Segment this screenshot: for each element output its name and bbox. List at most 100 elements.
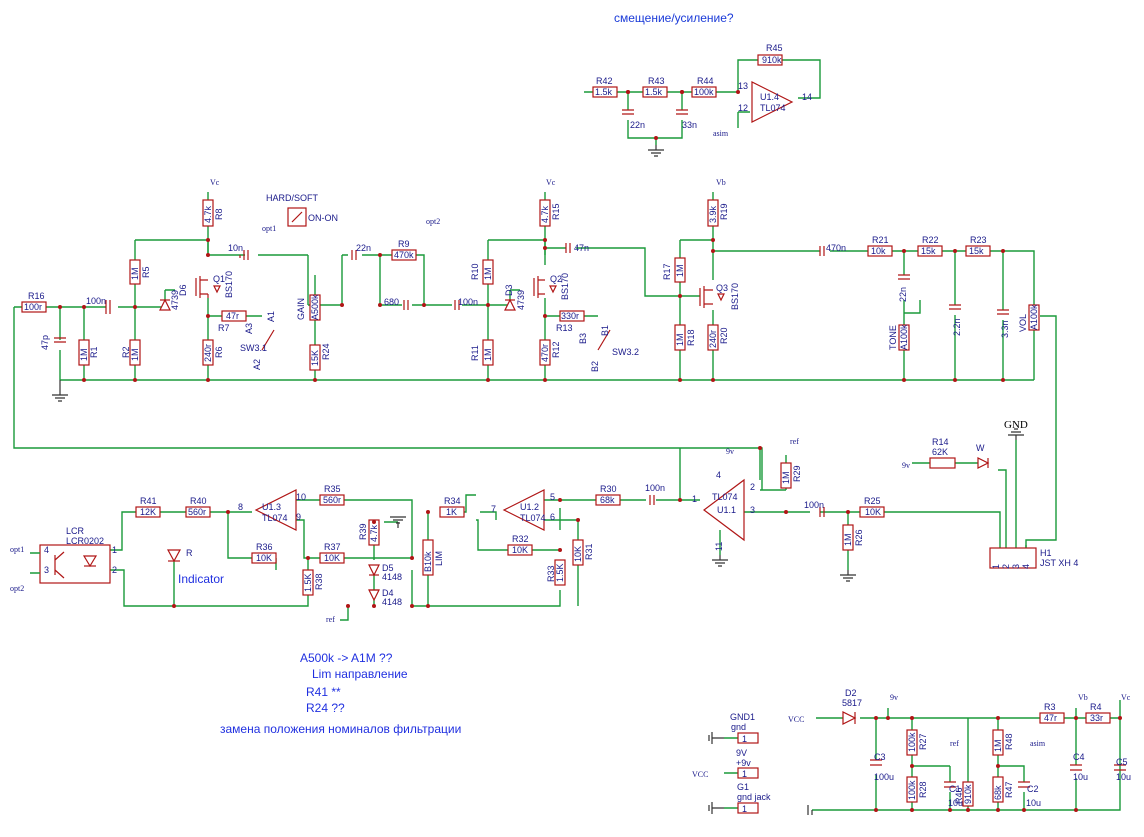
svg-text:47r: 47r <box>1044 713 1057 723</box>
svg-text:3: 3 <box>750 505 755 515</box>
junction-dot <box>910 764 914 768</box>
svg-text:Q2: Q2 <box>550 274 562 284</box>
svg-text:4739: 4739 <box>516 290 526 310</box>
indicator-led: R <box>166 548 193 563</box>
svg-text:R41: R41 <box>140 496 157 506</box>
svg-text:R3: R3 <box>1044 702 1056 712</box>
junction-dot <box>576 518 580 522</box>
9v-net-label-1: 9v <box>726 447 734 456</box>
svg-text:gnd: gnd <box>731 722 746 732</box>
junction-dot <box>1074 716 1078 720</box>
svg-text:10u: 10u <box>1116 772 1131 782</box>
junction-dot <box>422 303 426 307</box>
svg-text:R34: R34 <box>444 496 461 506</box>
svg-text:5: 5 <box>550 492 555 502</box>
svg-text:1M: 1M <box>483 348 493 361</box>
svg-text:1.5k: 1.5k <box>595 87 613 97</box>
junction-dot <box>874 808 878 812</box>
junction-dot <box>711 249 715 253</box>
svg-text:R14: R14 <box>932 437 949 447</box>
svg-text:15K: 15K <box>310 350 320 366</box>
svg-text:6: 6 <box>550 512 555 522</box>
junction-dot <box>996 764 1000 768</box>
gnd-net-label: GND <box>1004 419 1028 431</box>
junction-dot <box>410 604 414 608</box>
svg-text:560r: 560r <box>323 495 341 505</box>
svg-text:R23: R23 <box>970 235 987 245</box>
svg-text:U1.2: U1.2 <box>520 502 539 512</box>
svg-text:470k: 470k <box>394 250 414 260</box>
svg-text:10u: 10u <box>1026 798 1041 808</box>
junction-dot <box>996 716 1000 720</box>
svg-text:470r: 470r <box>540 344 550 362</box>
svg-text:3: 3 <box>1011 564 1021 569</box>
9v-connector[interactable]: 9V+9v <box>736 748 759 779</box>
svg-text:D6: D6 <box>178 284 188 296</box>
svg-text:SW3.2: SW3.2 <box>612 347 639 357</box>
9v-net-label-2: 9v <box>902 461 910 470</box>
junction-dot <box>426 510 430 514</box>
svg-text:LIM: LIM <box>434 551 444 566</box>
svg-text:100k: 100k <box>694 87 714 97</box>
svg-text:+9v: +9v <box>736 758 751 768</box>
svg-text:1.5K: 1.5K <box>555 563 565 582</box>
svg-text:9: 9 <box>296 512 301 522</box>
junction-dot <box>1074 808 1078 812</box>
svg-text:R21: R21 <box>872 235 889 245</box>
sw3-1-switch[interactable]: A3 A1 A2 SW3.1 <box>240 311 276 370</box>
svg-text:R45: R45 <box>766 43 783 53</box>
vc-net-label-3: Vc <box>1121 693 1131 702</box>
c-680-label: 680 <box>384 297 399 307</box>
svg-text:TL074: TL074 <box>760 103 786 113</box>
svg-text:D2: D2 <box>845 688 857 698</box>
sw3-2-switch[interactable]: B3 B1 B2 SW3.2 <box>578 325 639 372</box>
svg-text:R28: R28 <box>918 781 928 798</box>
svg-text:A3: A3 <box>244 323 254 334</box>
svg-text:10K: 10K <box>865 507 881 517</box>
svg-text:1: 1 <box>742 804 747 814</box>
junction-dot <box>953 249 957 253</box>
svg-text:U1.4: U1.4 <box>760 92 779 102</box>
c-33n-label: 33n <box>682 120 697 130</box>
svg-text:LCR: LCR <box>66 526 85 536</box>
junction-dot <box>133 378 137 382</box>
svg-text:14: 14 <box>802 92 812 102</box>
